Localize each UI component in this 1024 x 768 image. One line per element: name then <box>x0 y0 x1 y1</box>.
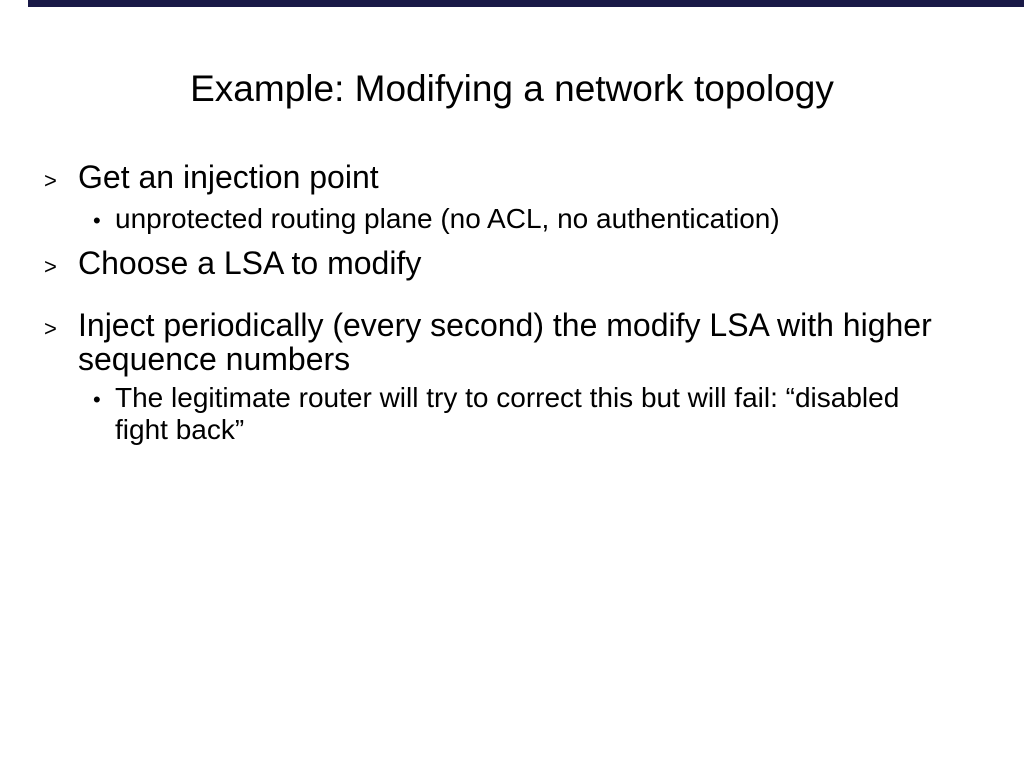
slide-title: Example: Modifying a network topology <box>190 68 834 109</box>
arrow-bullet-icon: > <box>44 316 57 341</box>
arrow-bullet-icon: > <box>44 168 57 193</box>
arrow-bullet-icon: > <box>44 254 57 279</box>
bullet-item: > Inject periodically (every second) the … <box>44 309 932 341</box>
bullet-text: unprotected routing plane (no ACL, no au… <box>115 203 780 234</box>
bullet-text: Get an injection point <box>78 159 379 195</box>
dot-bullet-icon: • <box>93 387 101 412</box>
dot-bullet-icon: • <box>93 208 101 233</box>
bullet-text-continuation: fight back” <box>115 414 245 445</box>
top-accent-bar <box>28 0 1024 7</box>
bullet-item: > Choose a LSA to modify <box>44 247 421 279</box>
bullet-text: Inject periodically (every second) the m… <box>78 307 932 343</box>
bullet-text: Choose a LSA to modify <box>78 245 422 281</box>
sub-bullet-item: • unprotected routing plane (no ACL, no a… <box>93 205 780 233</box>
bullet-text-continuation: sequence numbers <box>78 341 351 377</box>
sub-bullet-item: • The legitimate router will try to corre… <box>93 384 899 412</box>
bullet-item: > Get an injection point <box>44 161 379 193</box>
bullet-text: The legitimate router will try to correc… <box>115 382 900 413</box>
